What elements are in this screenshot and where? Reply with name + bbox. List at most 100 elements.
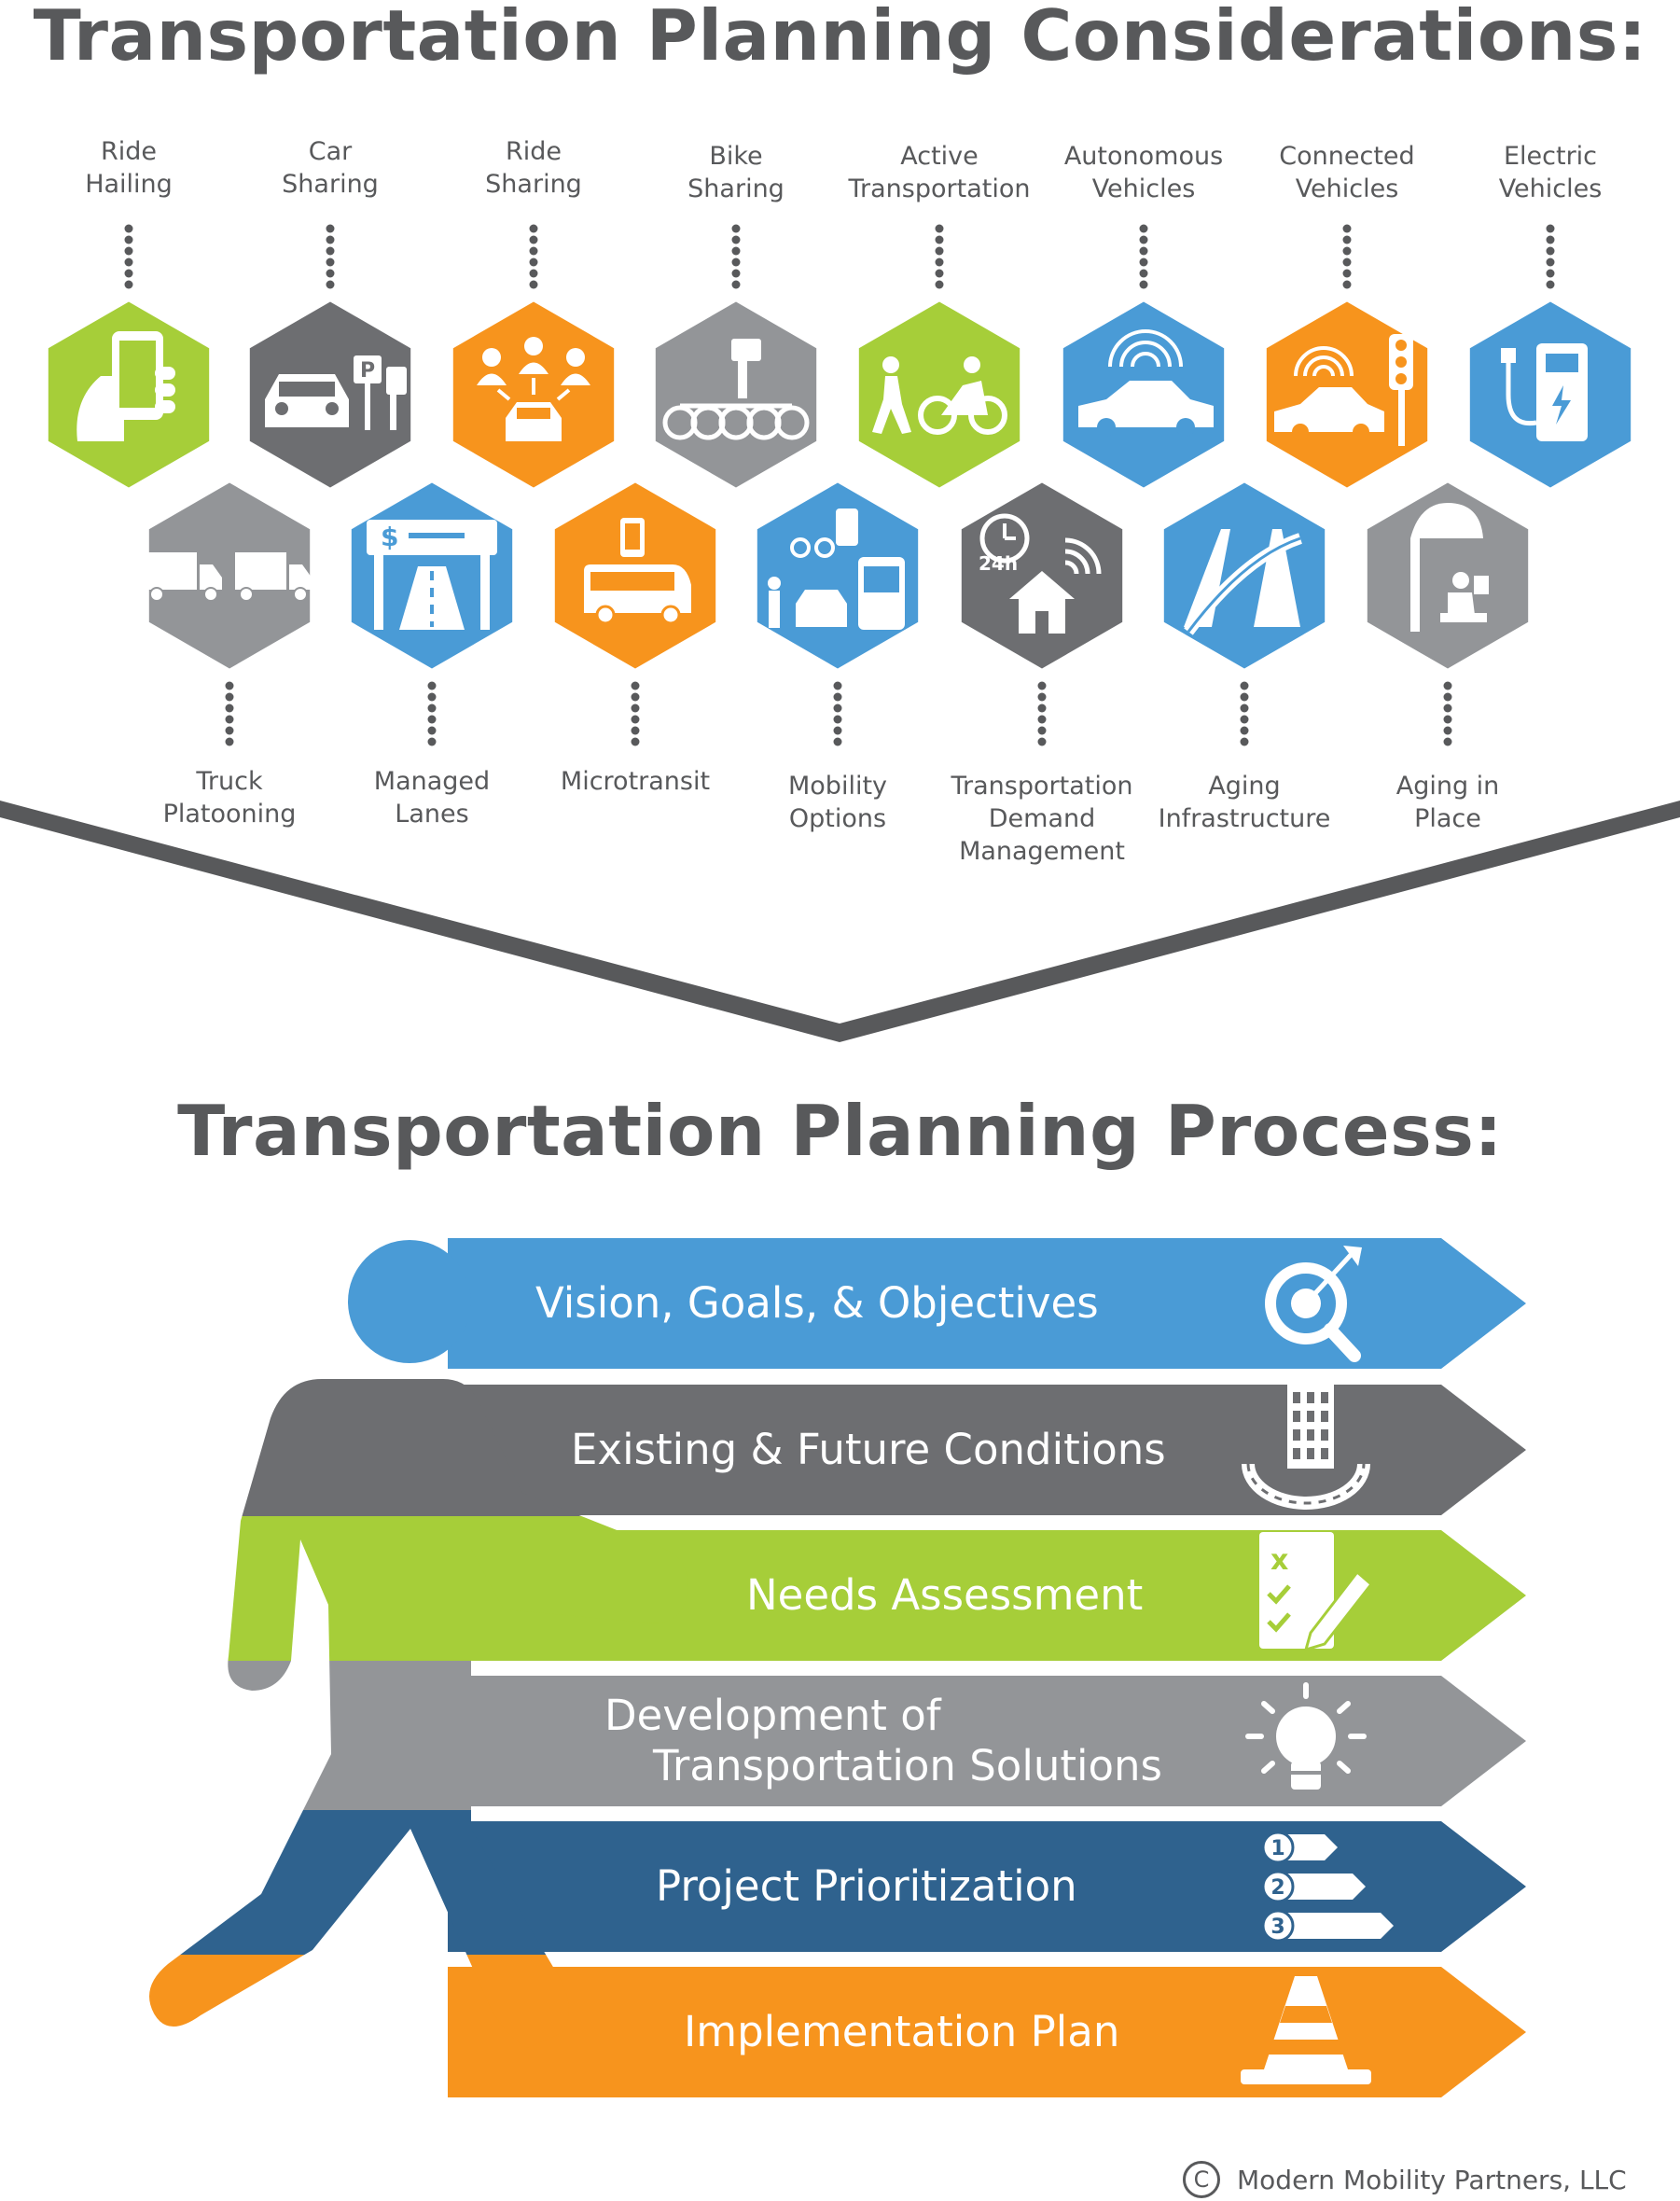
connector-dot (1443, 681, 1452, 690)
hexagon-label-line: Aging (1208, 772, 1281, 801)
svg-text:$: $ (381, 522, 398, 552)
connector-dot (529, 246, 538, 256)
connector-dot (427, 692, 437, 702)
telework-icon: 24h (979, 513, 1102, 634)
connector-dot (326, 224, 335, 233)
process-step-label-line: Transportation Solutions (653, 1741, 1162, 1790)
connector-dot (1139, 235, 1148, 244)
connector-dot (731, 258, 741, 267)
process-step-label: Implementation Plan (684, 2007, 1119, 2057)
connector-dot (1139, 224, 1148, 233)
connector-dot (731, 269, 741, 278)
bridge-icon (1184, 529, 1302, 635)
process-arrow-band (448, 1967, 1526, 2097)
target-magnifier-icon (1265, 1246, 1362, 1362)
process-step-label: Vision, Goals, & Objectives (535, 1278, 1099, 1329)
connector-dot (225, 703, 234, 713)
city-road-icon (1242, 1385, 1370, 1510)
toll-lane-icon: $ (367, 520, 497, 630)
connector-dot (631, 681, 640, 690)
process-step-1 (448, 1385, 1526, 1515)
copyright-icon: C (1183, 2161, 1220, 2198)
svg-text:x: x (1270, 1544, 1288, 1577)
hexagon-label-line: Mobility (787, 772, 888, 801)
bike-rack-icon (662, 339, 810, 440)
process-step-label-line: Existing & Future Conditions (571, 1425, 1166, 1474)
hexagon-top-2 (447, 295, 620, 495)
connector-dot (1443, 703, 1452, 713)
connector-dot (1139, 280, 1148, 289)
hexagon-label-line: Hailing (85, 170, 173, 199)
process-step-label-line: Implementation Plan (684, 2007, 1120, 2056)
hexagon-label-line: Electric (1503, 142, 1598, 171)
hexagon-grid: $24h P (42, 224, 1637, 746)
connector-dot (833, 692, 842, 702)
connector-dot (833, 715, 842, 724)
rank-number: 3 (1270, 1915, 1284, 1939)
checklist-pencil-icon: x (1259, 1532, 1374, 1652)
hexagon-bottom-6 (1361, 476, 1534, 676)
connector-dot (1342, 280, 1352, 289)
car-parking-icon: P (265, 355, 407, 430)
connector-dot (1037, 703, 1047, 713)
connector-dot (1443, 692, 1452, 702)
hexagon-bottom-0 (143, 476, 316, 676)
connector-dot (225, 726, 234, 735)
connector-dot (935, 269, 944, 278)
process-step-2: x (448, 1530, 1526, 1661)
connector-dot (326, 269, 335, 278)
connector-dot (1546, 235, 1555, 244)
chevron-divider (0, 801, 1680, 1042)
connector-dot (833, 681, 842, 690)
hexagon-label-line: Lanes (395, 800, 469, 829)
hexagon-bottom-3 (751, 476, 924, 676)
connector-dot (1037, 692, 1047, 702)
connector-dot (631, 737, 640, 746)
connector-dot (731, 235, 741, 244)
connector-dot (225, 715, 234, 724)
connector-dot (935, 258, 944, 267)
process-step-label-line: Vision, Goals, & Objectives (535, 1278, 1099, 1328)
svg-text:P: P (360, 359, 375, 383)
connector-dot (124, 269, 133, 278)
connector-dot (326, 280, 335, 289)
process-arrow-band (448, 1676, 1526, 1806)
hexagon-top-6 (1260, 295, 1434, 495)
hexagon-label-line: Microtransit (560, 767, 711, 796)
process-step-0 (448, 1238, 1526, 1369)
shuttle-bus-icon (584, 518, 691, 625)
connector-dot (935, 224, 944, 233)
hexagon-top-1: P (243, 295, 417, 495)
connector-dot (1546, 280, 1555, 289)
process-arrow-band (448, 1530, 1526, 1661)
hexagon-shape (1361, 476, 1534, 676)
connector-dot (935, 235, 944, 244)
connector-dot (124, 258, 133, 267)
process-step-label: Existing & Future Conditions (571, 1425, 1166, 1475)
connector-dot (631, 692, 640, 702)
process-step-label-line: Project Prioritization (656, 1861, 1077, 1911)
svg-text:24h: 24h (979, 552, 1018, 575)
connector-dot (1240, 703, 1249, 713)
hexagon-label-line: Ride (505, 137, 562, 166)
copyright-text: Modern Mobility Partners, LLC (1237, 2164, 1627, 2195)
hexagon-top-5 (1057, 295, 1230, 495)
people-car-icon (477, 337, 590, 441)
process-arrow-band (448, 1821, 1526, 1952)
connector-dot (1240, 681, 1249, 690)
connector-dot (326, 246, 335, 256)
connector-dot (326, 258, 335, 267)
connector-dot (1342, 258, 1352, 267)
connector-dot (1139, 246, 1148, 256)
process-step-label-line: Development of (604, 1691, 941, 1740)
hexagon-label-line: Ride (100, 137, 157, 166)
connector-dot (225, 681, 234, 690)
connector-dot (1342, 269, 1352, 278)
copyright-notice: C Modern Mobility Partners, LLC (1183, 2161, 1627, 2198)
